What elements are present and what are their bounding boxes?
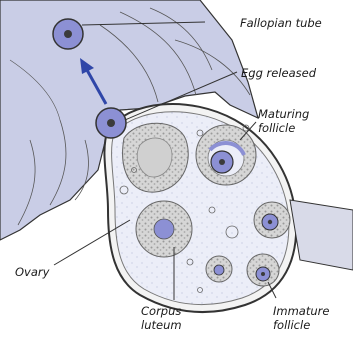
- immature-follicle-left: [206, 256, 232, 282]
- immature-follicle-right: [247, 254, 279, 286]
- corpus-luteum: [136, 201, 192, 257]
- label-corpus-luteum-line2: luteum: [141, 318, 182, 332]
- released-egg: [96, 108, 126, 138]
- label-corpus-luteum-line1: Corpus: [141, 304, 182, 318]
- developing-follicle: [254, 202, 290, 238]
- label-immature-follicle-line2: follicle: [273, 318, 329, 332]
- label-egg-released: Egg released: [241, 66, 316, 80]
- label-maturing-follicle-line1: Maturing: [258, 107, 309, 121]
- label-ovary: Ovary: [15, 265, 49, 279]
- label-corpus-luteum: Corpus luteum: [141, 304, 182, 332]
- label-immature-follicle-line1: Immature: [273, 304, 329, 318]
- label-maturing-follicle-line2: follicle: [258, 121, 309, 135]
- label-immature-follicle: Immature follicle: [273, 304, 329, 332]
- label-maturing-follicle: Maturing follicle: [258, 107, 309, 135]
- maturing-follicle: [196, 125, 256, 185]
- label-fallopian-tube: Fallopian tube: [240, 16, 322, 30]
- egg-in-tube: [53, 19, 83, 49]
